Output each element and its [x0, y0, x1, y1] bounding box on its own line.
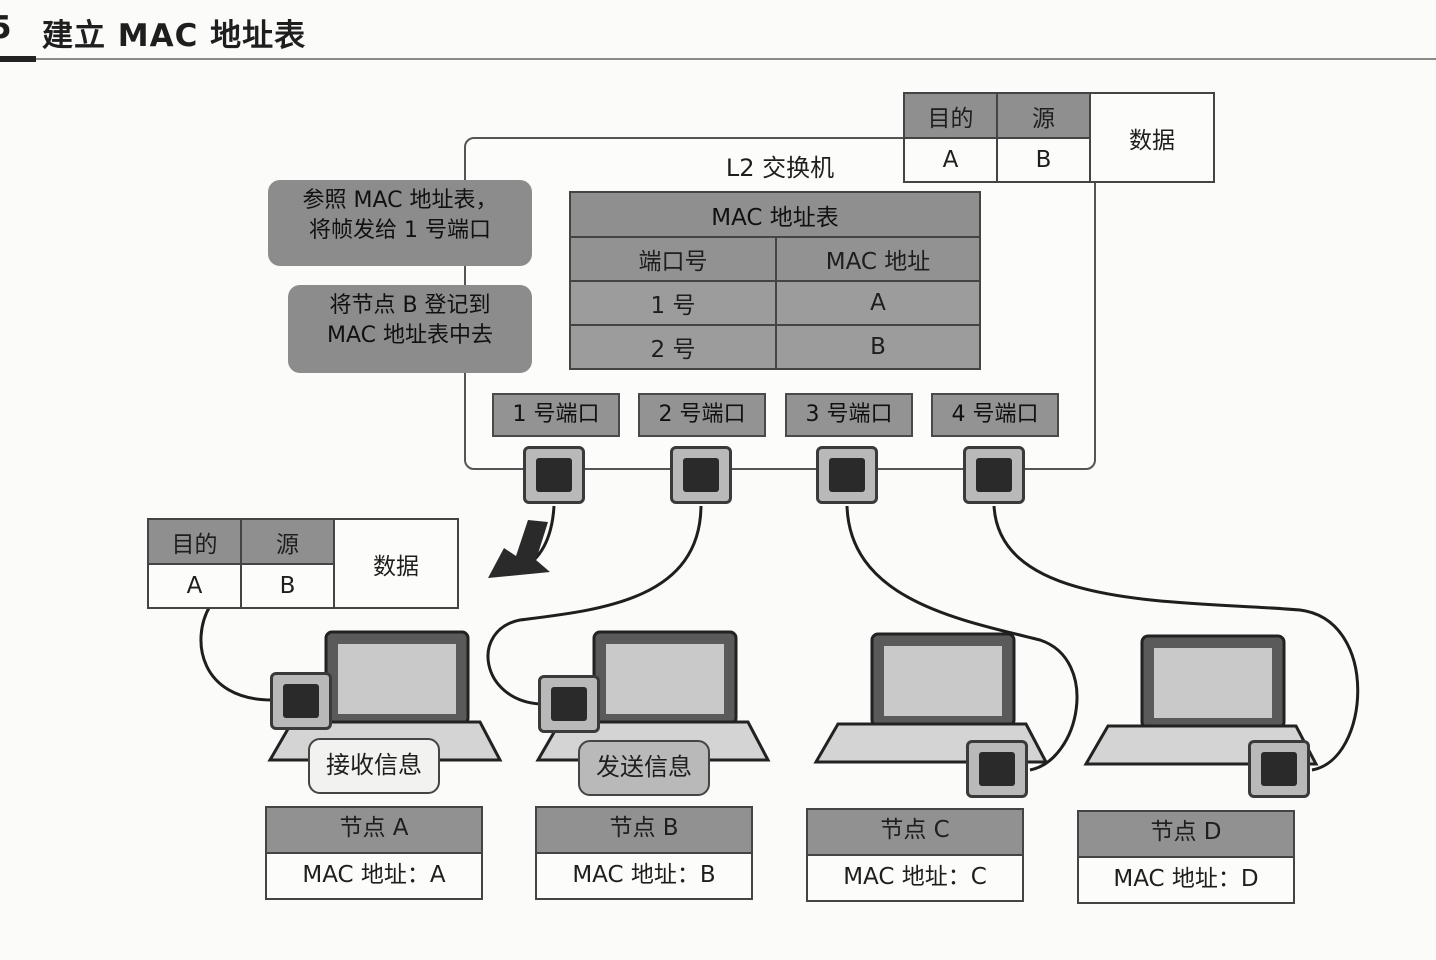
node-b-card: 节点 B MAC 地址：B	[535, 806, 753, 900]
node-mac: MAC 地址：D	[1077, 858, 1295, 904]
header-divider	[0, 58, 1436, 60]
node-name: 节点 A	[265, 806, 483, 854]
frame-dest-label: 目的	[903, 92, 998, 139]
switch-title: L2 交换机	[725, 154, 835, 182]
node-mac: MAC 地址：B	[535, 854, 753, 900]
ethernet-port-icon	[538, 675, 600, 733]
callout-register: 将节点 B 登记到 MAC 地址表中去	[288, 285, 532, 373]
frame-data-label: 数据	[333, 518, 459, 609]
cable-nodeA-jack	[199, 605, 273, 702]
node-name: 节点 C	[806, 808, 1024, 856]
ethernet-port-icon	[963, 446, 1025, 504]
port-4-label: 4 号端口	[931, 393, 1059, 437]
callout-lookup-line1: 参照 MAC 地址表，	[302, 188, 498, 213]
cell-port: 2 号	[569, 324, 777, 370]
incoming-frame: 目的 源 数据 A B	[903, 92, 1215, 183]
ethernet-port-icon	[270, 672, 332, 730]
port-2-label: 2 号端口	[638, 393, 766, 437]
port-3-label: 3 号端口	[785, 393, 913, 437]
callout-lookup: 参照 MAC 地址表， 将帧发给 1 号端口	[268, 180, 532, 266]
frame-data-label: 数据	[1089, 92, 1215, 183]
callout-register-line2: MAC 地址表中去	[327, 323, 493, 348]
section-number: 5	[0, 10, 13, 46]
cell-port: 1 号	[569, 280, 777, 326]
node-c-card: 节点 C MAC 地址：C	[806, 808, 1024, 902]
frame-dest-value: A	[147, 563, 242, 609]
forward-arrow-icon	[488, 520, 550, 578]
ethernet-port-icon	[966, 740, 1028, 798]
column-header-mac: MAC 地址	[775, 236, 981, 282]
forwarded-frame: 目的 源 数据 A B	[147, 518, 459, 609]
cable-port3-nodeC	[845, 505, 1079, 772]
frame-dest-value: A	[903, 137, 998, 183]
node-a-card: 节点 A MAC 地址：A	[265, 806, 483, 900]
header-accent-mark	[0, 56, 36, 62]
table-row: 1 号 A	[569, 280, 981, 326]
mac-address-table: MAC 地址表 端口号 MAC 地址 1 号 A 2 号 B	[569, 191, 981, 370]
ethernet-port-icon	[1248, 740, 1310, 798]
frame-dest-label: 目的	[147, 518, 242, 565]
ethernet-port-icon	[523, 446, 585, 504]
table-row: 2 号 B	[569, 324, 981, 370]
callout-lookup-line2: 将帧发给 1 号端口	[309, 218, 491, 243]
cable-port2-nodeB	[486, 505, 703, 706]
frame-src-label: 源	[240, 518, 335, 565]
mac-table-caption: MAC 地址表	[569, 191, 981, 238]
receive-message-badge: 接收信息	[308, 738, 440, 794]
ethernet-port-icon	[816, 446, 878, 504]
node-name: 节点 D	[1077, 810, 1295, 858]
cell-mac: A	[775, 280, 981, 326]
cable-port4-nodeD	[992, 505, 1360, 772]
frame-src-value: B	[996, 137, 1091, 183]
node-mac: MAC 地址：A	[265, 854, 483, 900]
port-1-label: 1 号端口	[492, 393, 620, 437]
node-name: 节点 B	[535, 806, 753, 854]
callout-register-line1: 将节点 B 登记到	[329, 293, 491, 318]
ethernet-port-icon	[670, 446, 732, 504]
page-title: 建立 MAC 地址表	[42, 18, 307, 54]
send-message-badge: 发送信息	[578, 740, 710, 796]
node-mac: MAC 地址：C	[806, 856, 1024, 902]
frame-src-value: B	[240, 563, 335, 609]
node-d-card: 节点 D MAC 地址：D	[1077, 810, 1295, 904]
cell-mac: B	[775, 324, 981, 370]
column-header-port: 端口号	[569, 236, 777, 282]
frame-src-label: 源	[996, 92, 1091, 139]
